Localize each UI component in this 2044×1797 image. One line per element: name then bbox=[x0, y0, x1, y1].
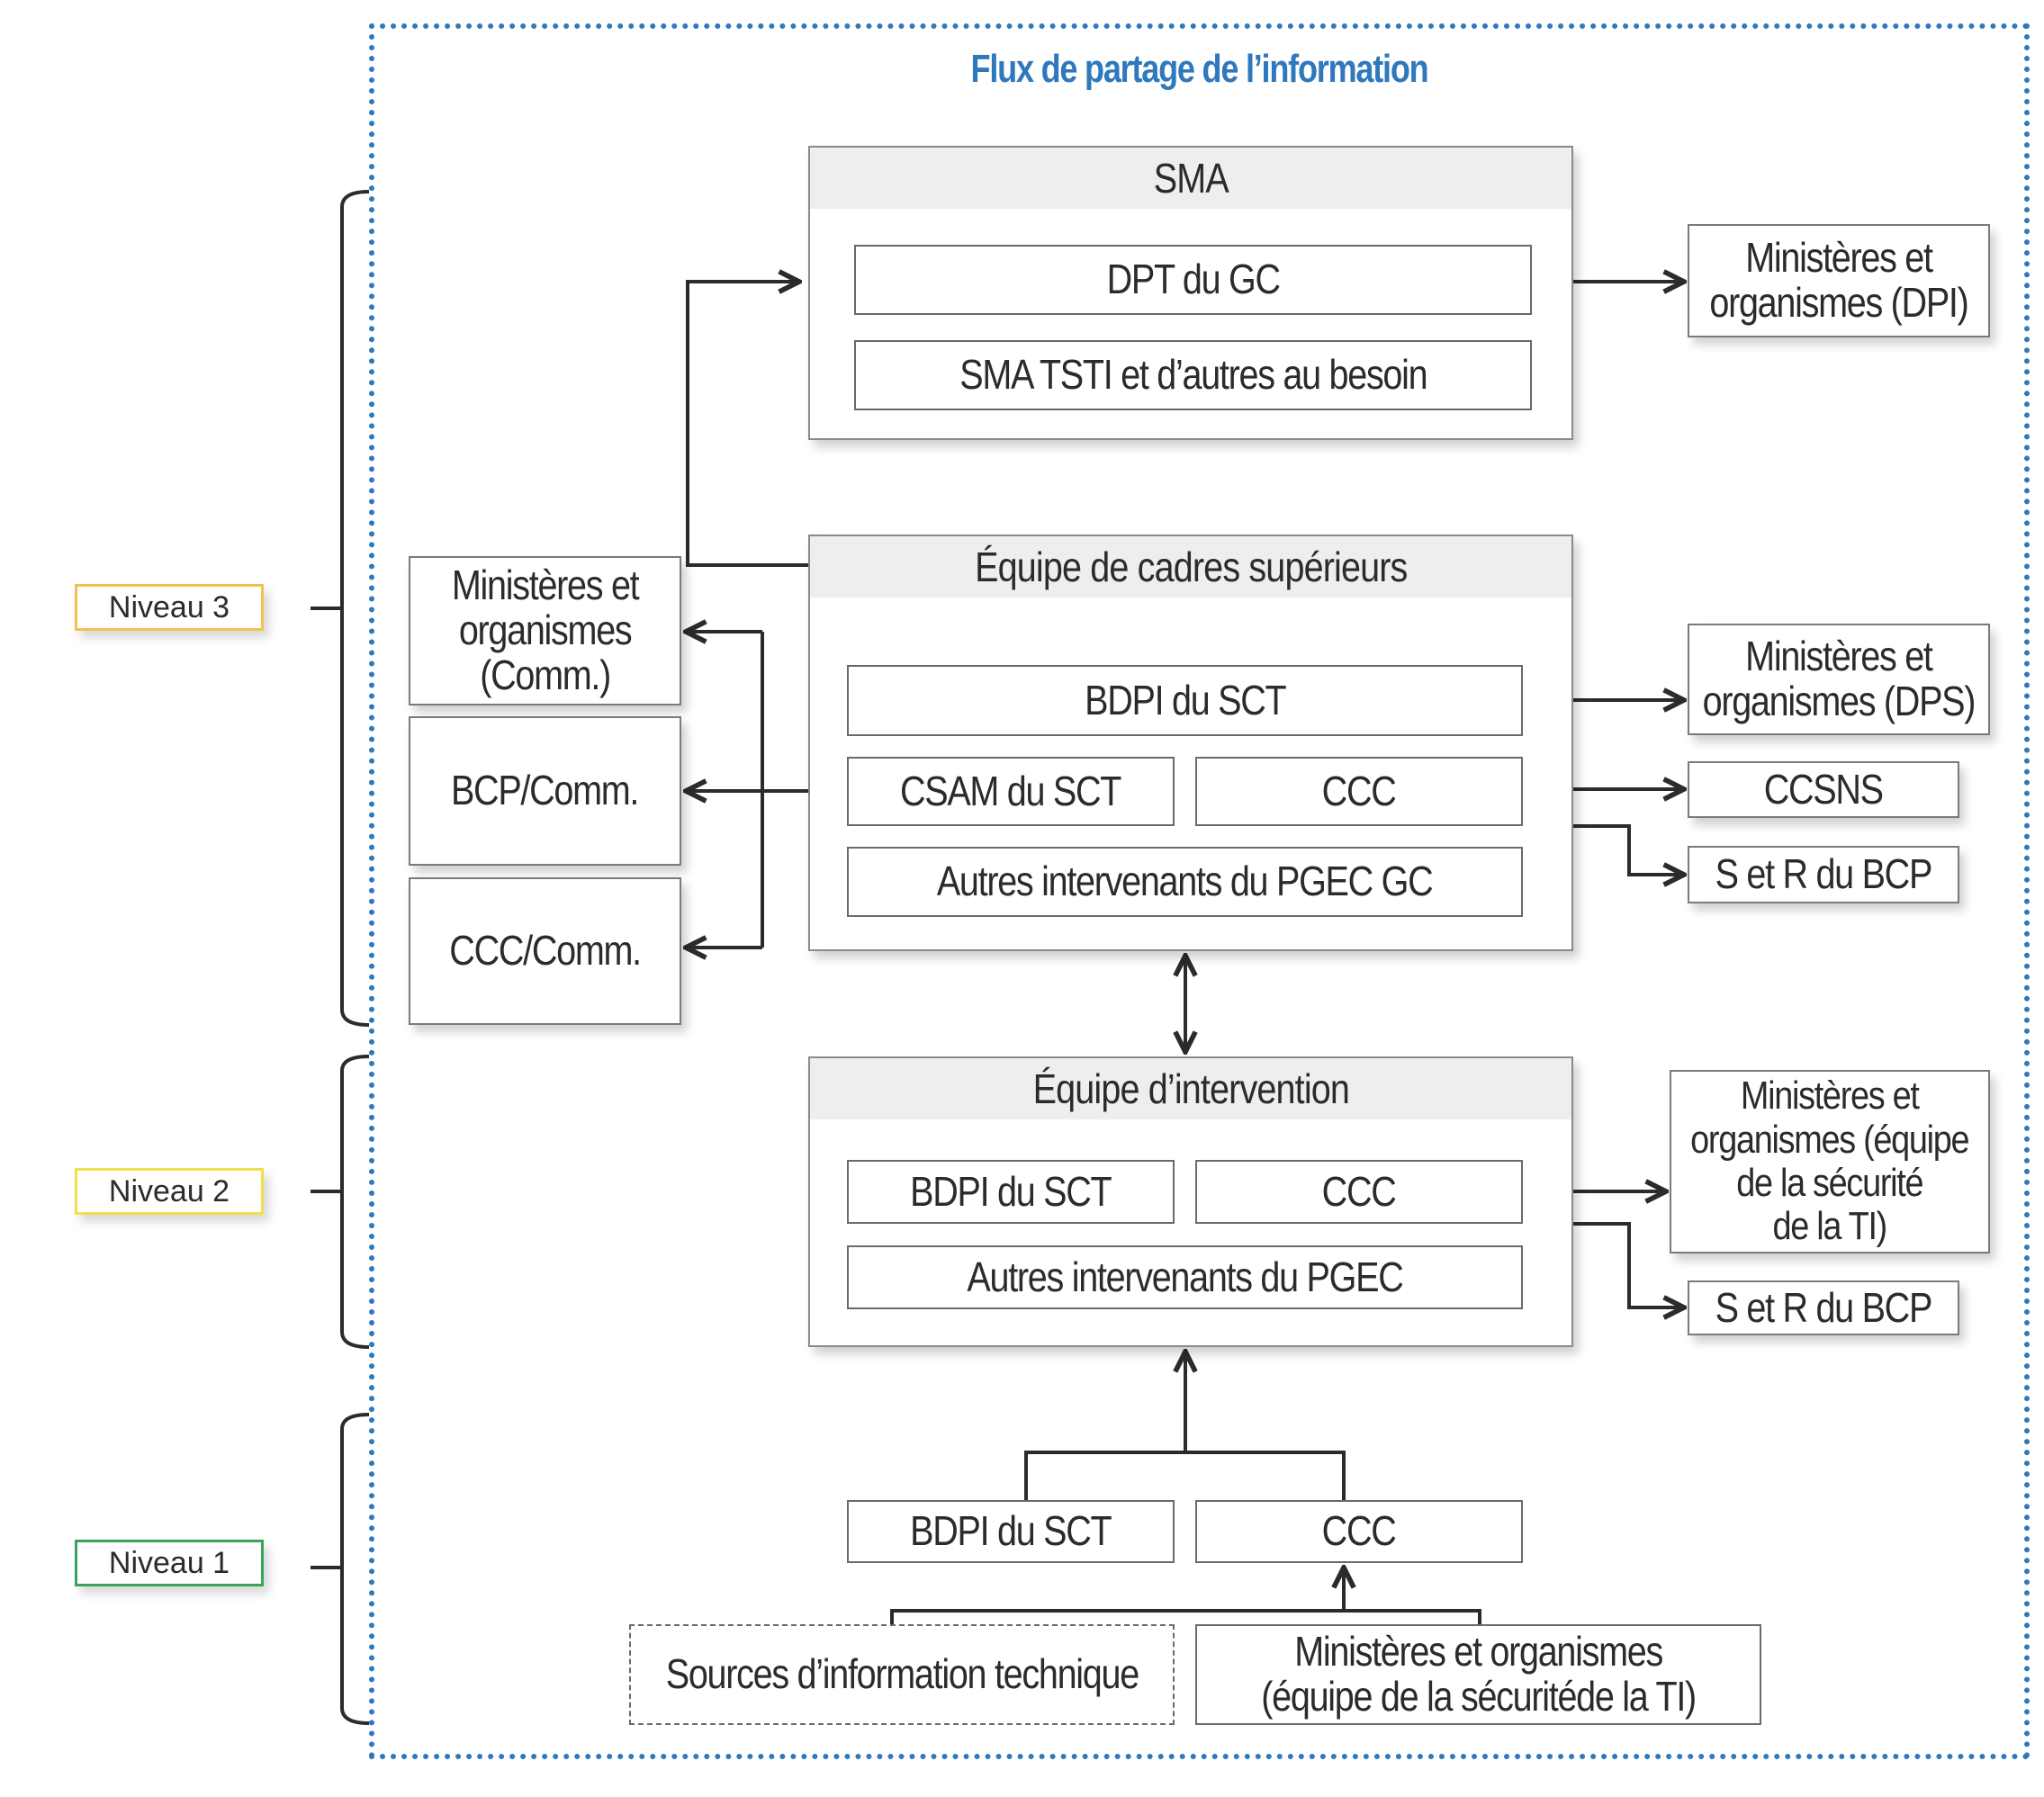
level2-bracket bbox=[311, 1055, 370, 1349]
box-text: CCC bbox=[1322, 1507, 1397, 1555]
niveau1-join bbox=[1024, 1451, 1346, 1500]
right-ccsns: CCSNS bbox=[1688, 761, 1959, 818]
cadres-header-text: Équipe de cadres supérieurs bbox=[974, 544, 1408, 590]
intervention-header: Équipe d’intervention bbox=[810, 1058, 1571, 1119]
box-text: S et R du BCP bbox=[1715, 850, 1933, 898]
cadres-item-autres: Autres intervenants du PGEC GC bbox=[847, 847, 1523, 917]
box-text: S et R du BCP bbox=[1715, 1283, 1933, 1331]
intervention-item-ccc: CCC bbox=[1195, 1160, 1523, 1224]
box-text: CCC bbox=[1322, 1167, 1397, 1215]
cadres-item-bdpi: BDPI du SCT bbox=[847, 665, 1523, 736]
level3-bracket bbox=[311, 190, 370, 1027]
box-text: SMA TSTI et d’autres au besoin bbox=[959, 351, 1427, 399]
box-text: BCP/Comm. bbox=[451, 767, 639, 814]
diagram-title: Flux de partage de l’information bbox=[970, 47, 1429, 91]
sma-item-tsti: SMA TSTI et d’autres au besoin bbox=[854, 340, 1532, 410]
comm-ccc: CCC/Comm. bbox=[409, 877, 681, 1025]
box-text: CSAM du SCT bbox=[900, 767, 1122, 814]
box-text: Autres intervenants du PGEC GC bbox=[937, 858, 1434, 905]
box-text: BDPI du SCT bbox=[1084, 676, 1287, 723]
niveau1-ministeres-ti: Ministères et organismes(équipe de la sé… bbox=[1195, 1624, 1761, 1725]
right-s-et-r-bcp-2: S et R du BCP bbox=[1688, 1280, 1959, 1335]
intervention-item-bdpi: BDPI du SCT bbox=[847, 1160, 1175, 1224]
level-3-label: Niveau 3 bbox=[75, 584, 264, 631]
box-text: CCC/Comm. bbox=[449, 927, 642, 975]
sources-join bbox=[890, 1609, 1481, 1624]
level-label-text: Niveau 2 bbox=[108, 1173, 230, 1208]
box-text: Ministères et organismes(équipe de la sé… bbox=[1261, 1628, 1697, 1720]
arrow-cadres-to-sma bbox=[686, 282, 808, 567]
cadres-item-csam: CSAM du SCT bbox=[847, 757, 1175, 826]
level-1-label: Niveau 1 bbox=[75, 1540, 264, 1586]
box-text: BDPI du SCT bbox=[910, 1507, 1112, 1555]
level-label-text: Niveau 1 bbox=[108, 1545, 230, 1580]
level1-bracket bbox=[311, 1413, 370, 1725]
sma-item-dpt: DPT du GC bbox=[854, 245, 1532, 315]
arrow-ccc-to-setr2 bbox=[1523, 1222, 1684, 1307]
information-flow-frame bbox=[369, 23, 2030, 1759]
comm-bcp: BCP/Comm. bbox=[409, 716, 681, 866]
level-label-text: Niveau 3 bbox=[108, 589, 230, 624]
sma-header-text: SMA bbox=[1153, 155, 1229, 202]
box-text: DPT du GC bbox=[1106, 256, 1280, 303]
intervention-header-text: Équipe d’intervention bbox=[1032, 1065, 1349, 1112]
cadres-header: Équipe de cadres supérieurs bbox=[810, 536, 1571, 598]
box-text: CCSNS bbox=[1763, 765, 1884, 813]
niveau1-sources: Sources d’information technique bbox=[629, 1624, 1175, 1725]
right-s-et-r-bcp-1: S et R du BCP bbox=[1688, 846, 1959, 903]
box-text: Autres intervenants du PGEC bbox=[967, 1253, 1403, 1300]
sma-header: SMA bbox=[810, 148, 1571, 209]
niveau1-ccc: CCC bbox=[1195, 1500, 1523, 1563]
box-text: Sources d’information technique bbox=[665, 1650, 1139, 1698]
arrow-ccc-to-setr bbox=[1523, 824, 1684, 875]
cadres-item-ccc: CCC bbox=[1195, 757, 1523, 826]
level-2-label: Niveau 2 bbox=[75, 1168, 264, 1215]
niveau1-bdpi: BDPI du SCT bbox=[847, 1500, 1175, 1563]
box-text: CCC bbox=[1322, 767, 1397, 814]
intervention-item-autres: Autres intervenants du PGEC bbox=[847, 1245, 1523, 1309]
box-text: BDPI du SCT bbox=[910, 1167, 1112, 1215]
